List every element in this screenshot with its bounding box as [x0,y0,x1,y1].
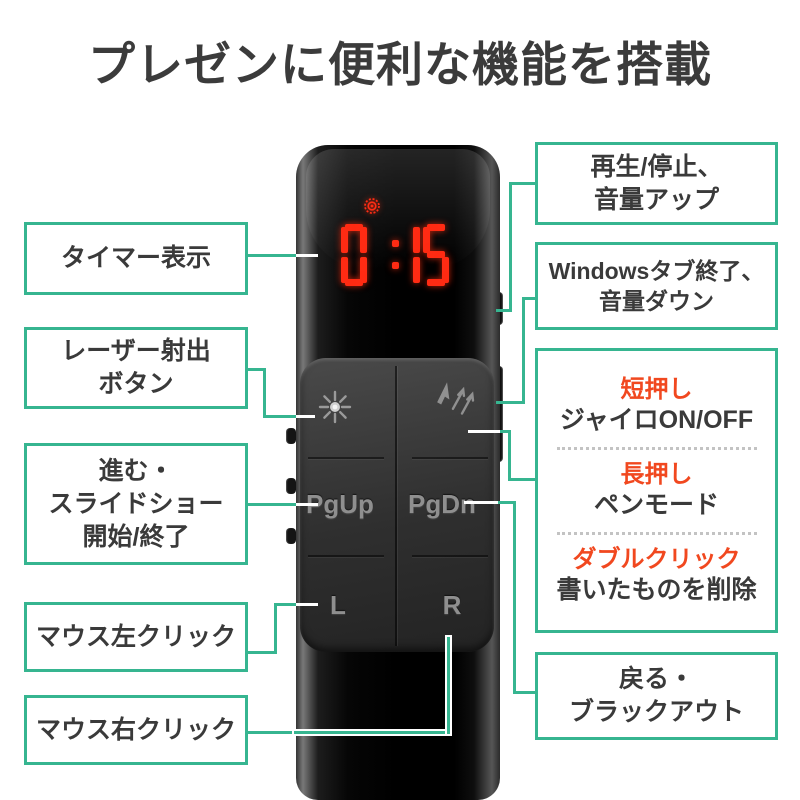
double-click-desc: 書いたものを削除 [556,576,757,605]
callout-play-volume-up: 再生/停止、 音量アップ [535,142,778,225]
callout-timer-display: タイマー表示 [24,222,248,295]
connector-windows [522,297,535,300]
connector-pen [508,430,511,481]
dotted-divider [556,446,757,450]
connector-laser [263,415,300,418]
connector-back-tip [464,501,498,504]
connector-play [509,182,512,312]
callout-windows-tab-volume-down: Windowsタブ終了、 音量ダウン [535,242,778,330]
connector-forward [248,503,302,506]
connector-back [513,501,516,694]
connector-mouse-left-tip [296,603,318,606]
timer-led-icon [364,198,380,214]
connector-back [495,501,516,504]
connector-forward-tip [296,503,318,506]
right-click-button-label: R [442,590,462,620]
long-press-label: 長押し [620,460,693,488]
double-click-label: ダブルクリック [572,546,741,574]
connector-mouse-left [248,651,277,654]
pen-arrows-icon [437,382,475,415]
connector-mouse-left [274,603,277,654]
connector-mouse-right [294,731,450,734]
device-side-nub [286,428,296,444]
connector-back [513,691,535,694]
led-digit [423,224,449,286]
callout-mouse-left-click: マウス左クリック [24,602,248,672]
device-side-nub [286,528,296,544]
long-press-desc: ペンモード [593,490,719,519]
led-colon [391,224,400,286]
short-press-label: 短押し [620,375,693,403]
connector-mouse-left [274,603,300,606]
connector-play [496,309,512,312]
connector-laser [263,368,266,418]
pgdn-button-label: PgDn [408,489,476,519]
connector-laser-tip [296,415,315,418]
connector-pen [497,430,511,433]
connector-laser [248,368,266,371]
callout-forward-slideshow: 進む・ スライドショー 開始/終了 [24,443,248,565]
led-digit [341,224,367,286]
connector-mouse-right [447,637,450,734]
led-digit [394,224,420,286]
left-click-button-label: L [330,590,346,620]
pad-divider-horizontal [412,555,488,557]
page-title: プレゼンに便利な機能を搭載 [88,38,712,91]
connector-pen [508,478,535,481]
callout-gyro-pen-modes: 短押し ジャイロON/OFF 長押し ペンモード ダブルクリック 書いたものを削… [535,348,778,633]
connector-mouse-right [248,731,298,734]
pad-divider-horizontal [308,457,384,459]
callout-back-blackout: 戻る・ ブラックアウト [535,652,778,740]
dotted-divider [556,532,757,536]
connector-play [509,182,535,185]
callout-mouse-right-click: マウス右クリック [24,695,248,765]
laser-icon [318,390,352,424]
callout-laser-button: レーザー射出 ボタン [24,327,248,409]
pad-divider-vertical [395,366,397,646]
connector-pen-tip [468,430,500,433]
short-press-desc: ジャイロON/OFF [559,405,754,434]
pad-divider-horizontal [308,555,384,557]
device-side-nub [286,478,296,494]
connector-timer [248,254,302,257]
connector-windows [522,297,525,404]
pad-divider-horizontal [412,457,488,459]
connector-windows [496,401,525,404]
connector-timer-tip [296,254,318,257]
